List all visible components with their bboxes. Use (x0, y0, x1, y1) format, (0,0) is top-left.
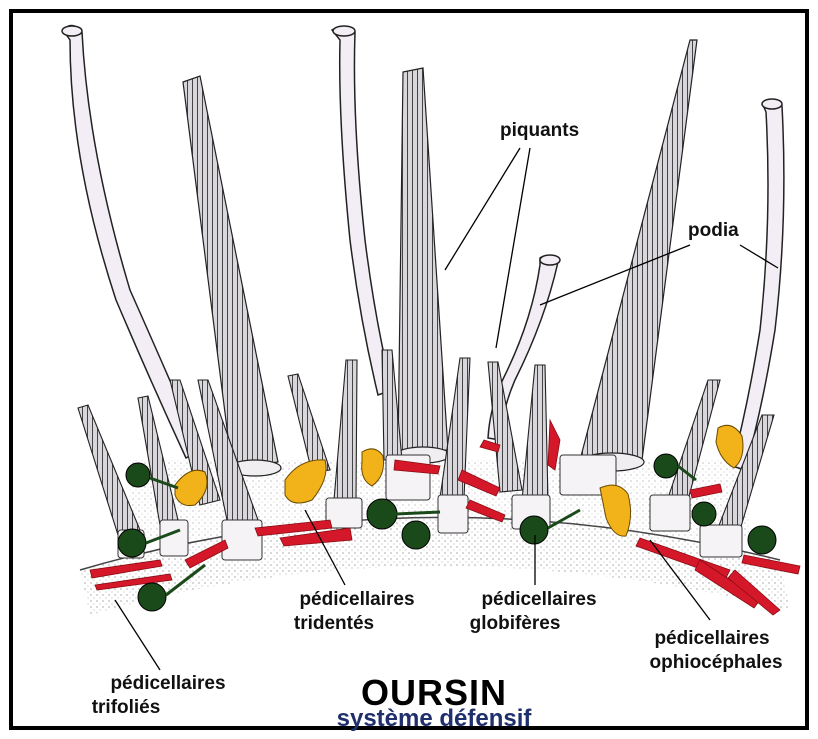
spine-large-1 (183, 76, 278, 468)
spine-large-3 (580, 40, 697, 460)
label-globiferes-line1: pédicellaires (481, 589, 596, 611)
podium-4-tip (762, 99, 782, 109)
label-piquants: piquants (500, 120, 579, 142)
podium-2 (332, 26, 392, 395)
podium-1-tip (62, 26, 82, 36)
podium-3-tip (540, 255, 560, 265)
label-podia: podia (688, 220, 739, 242)
spine-small-6 (334, 360, 357, 500)
spine-small-5 (288, 374, 330, 472)
diagram-subtitle: système défensif (337, 705, 532, 733)
label-tridentes-line1: pédicellaires (299, 589, 414, 611)
podium-2-tip (333, 26, 355, 36)
label-ophio-line1: pédicellaires (654, 628, 769, 650)
label-globiferes-line2: globifères (470, 613, 561, 635)
large-spines (183, 40, 697, 476)
label-tridentes-line2: tridentés (294, 613, 374, 635)
podium-4 (732, 102, 784, 470)
label-trifolies-line2: trifoliés (92, 697, 161, 719)
spine-large-2 (398, 68, 448, 452)
label-trifolies-line1: pédicellaires (110, 673, 225, 695)
spine-small-10 (522, 365, 548, 500)
label-ophio-line2: ophiocéphales (649, 652, 782, 674)
